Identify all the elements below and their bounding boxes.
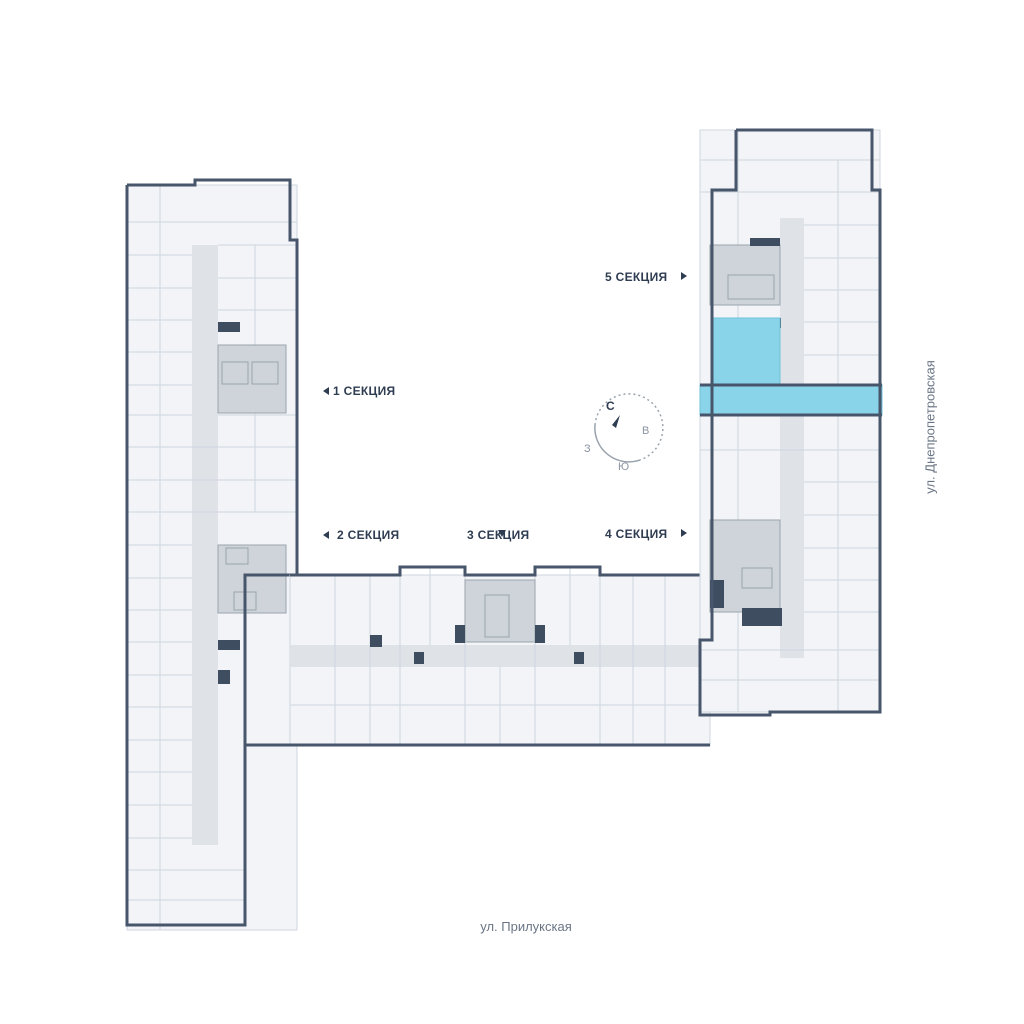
compass-east: В — [642, 425, 649, 437]
section-3-label[interactable]: 3 СЕКЦИЯ — [467, 528, 530, 542]
compass-south: Ю — [618, 461, 629, 473]
compass-north: С — [606, 399, 615, 413]
section-arrows — [323, 272, 687, 539]
compass: С В Ю З — [584, 393, 664, 473]
compass-needle-icon — [612, 415, 620, 428]
street-label-east: ул. Днепропетровская — [922, 360, 938, 494]
section-5-label[interactable]: 5 СЕКЦИЯ — [605, 270, 668, 284]
south-wing — [245, 565, 711, 747]
section-4-label[interactable]: 4 СЕКЦИЯ — [605, 527, 668, 541]
east-wing — [698, 128, 883, 717]
west-wing — [125, 178, 299, 931]
compass-west: З — [584, 443, 591, 455]
section-1-label[interactable]: 1 СЕКЦИЯ — [333, 384, 396, 398]
section-2-label[interactable]: 2 СЕКЦИЯ — [337, 528, 400, 542]
street-label-south: ул. Прилукская — [480, 919, 572, 934]
